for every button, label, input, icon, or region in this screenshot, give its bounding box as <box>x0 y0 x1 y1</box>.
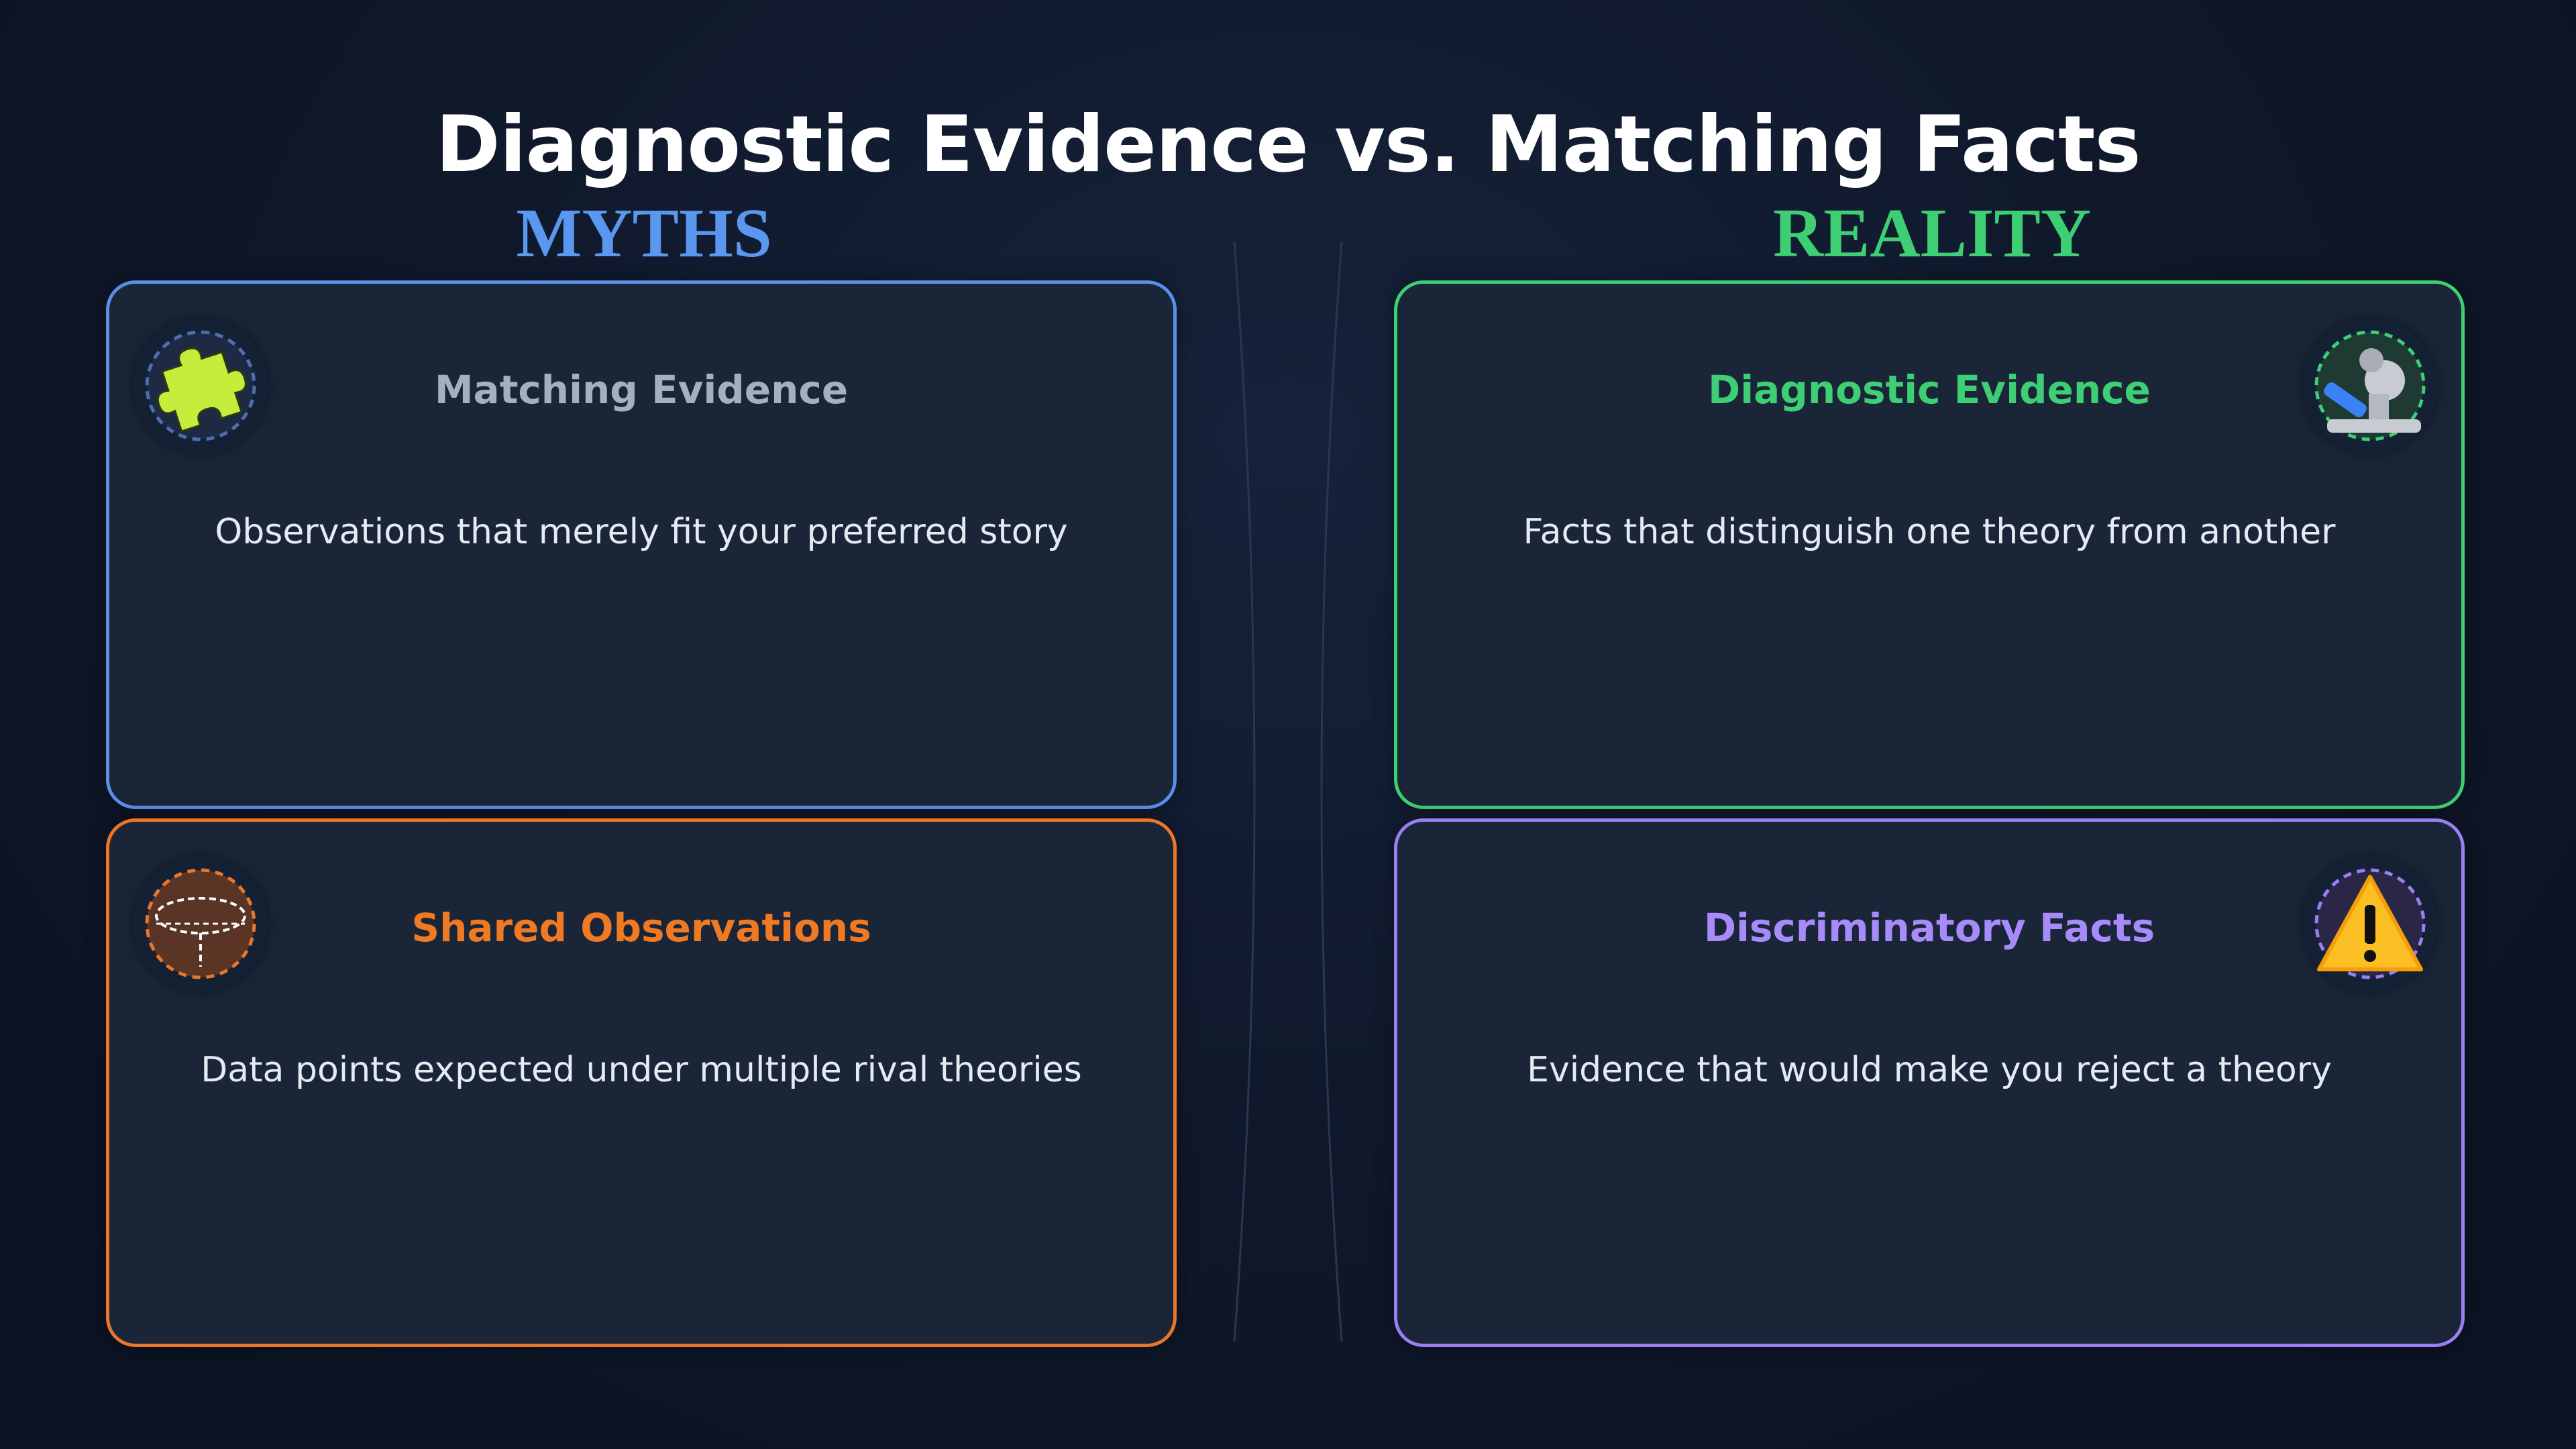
card-title: Shared Observations <box>411 905 871 951</box>
microscope-icon <box>2303 319 2437 453</box>
card-shared-observations: Shared Observations Data points expected… <box>106 818 1177 1347</box>
myths-heading: MYTHS <box>516 195 772 272</box>
card-title: Matching Evidence <box>434 367 849 413</box>
card-matching-evidence: Matching Evidence Observations that mere… <box>106 280 1177 809</box>
reality-heading: REALITY <box>1773 195 2091 272</box>
puzzle-piece-icon <box>133 319 268 453</box>
card-description: Data points expected under multiple riva… <box>201 1050 1082 1090</box>
card-discriminatory-facts: Discriminatory Facts Evidence that would… <box>1394 818 2465 1347</box>
card-diagnostic-evidence: Diagnostic Evidence Facts that distingui… <box>1394 280 2465 809</box>
table-icon <box>133 857 268 991</box>
card-title: Discriminatory Facts <box>1703 905 2155 951</box>
page-title: Diagnostic Evidence vs. Matching Facts <box>435 99 2141 190</box>
card-description: Facts that distinguish one theory from a… <box>1523 512 2336 552</box>
center-divider <box>1233 241 1343 1342</box>
card-title: Diagnostic Evidence <box>1708 367 2151 413</box>
card-description: Observations that merely fit your prefer… <box>215 512 1068 552</box>
card-description: Evidence that would make you reject a th… <box>1527 1050 2332 1090</box>
warning-icon <box>2303 857 2437 991</box>
